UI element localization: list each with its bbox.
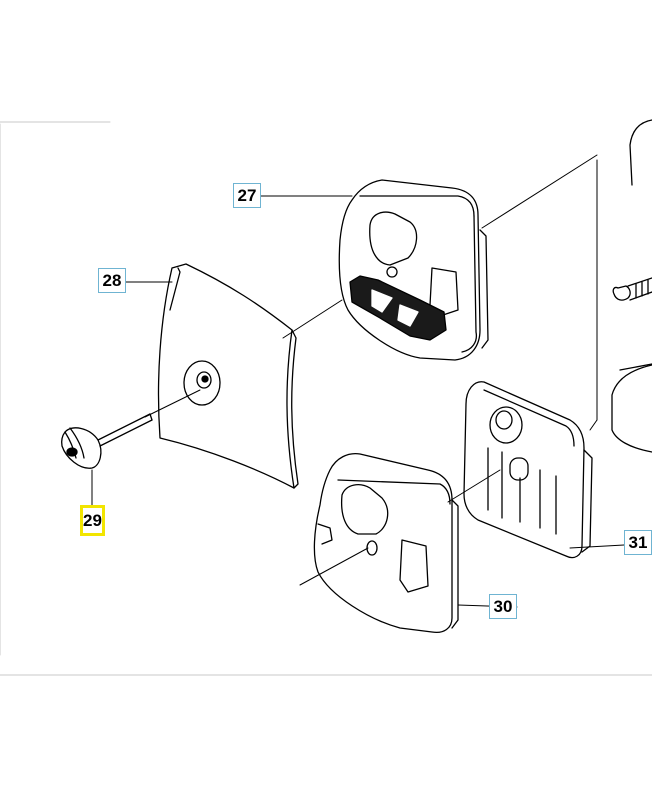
part-29-knob	[60, 413, 153, 469]
part-30-filter	[313, 452, 459, 634]
callout-30: 30	[489, 594, 517, 619]
page-rules	[0, 121, 652, 676]
leader-lines	[91, 154, 625, 608]
callout-28: 28	[98, 268, 126, 293]
part-28-filter-cover	[157, 263, 299, 489]
callout-27: 27	[233, 183, 261, 208]
part-edge-right	[611, 119, 652, 453]
callout-31: 31	[624, 530, 652, 555]
part-screw	[612, 277, 652, 301]
part-27-filter-housing	[338, 179, 489, 361]
callout-29-highlighted: 29	[80, 505, 105, 536]
part-31-filter-holder	[463, 381, 593, 559]
